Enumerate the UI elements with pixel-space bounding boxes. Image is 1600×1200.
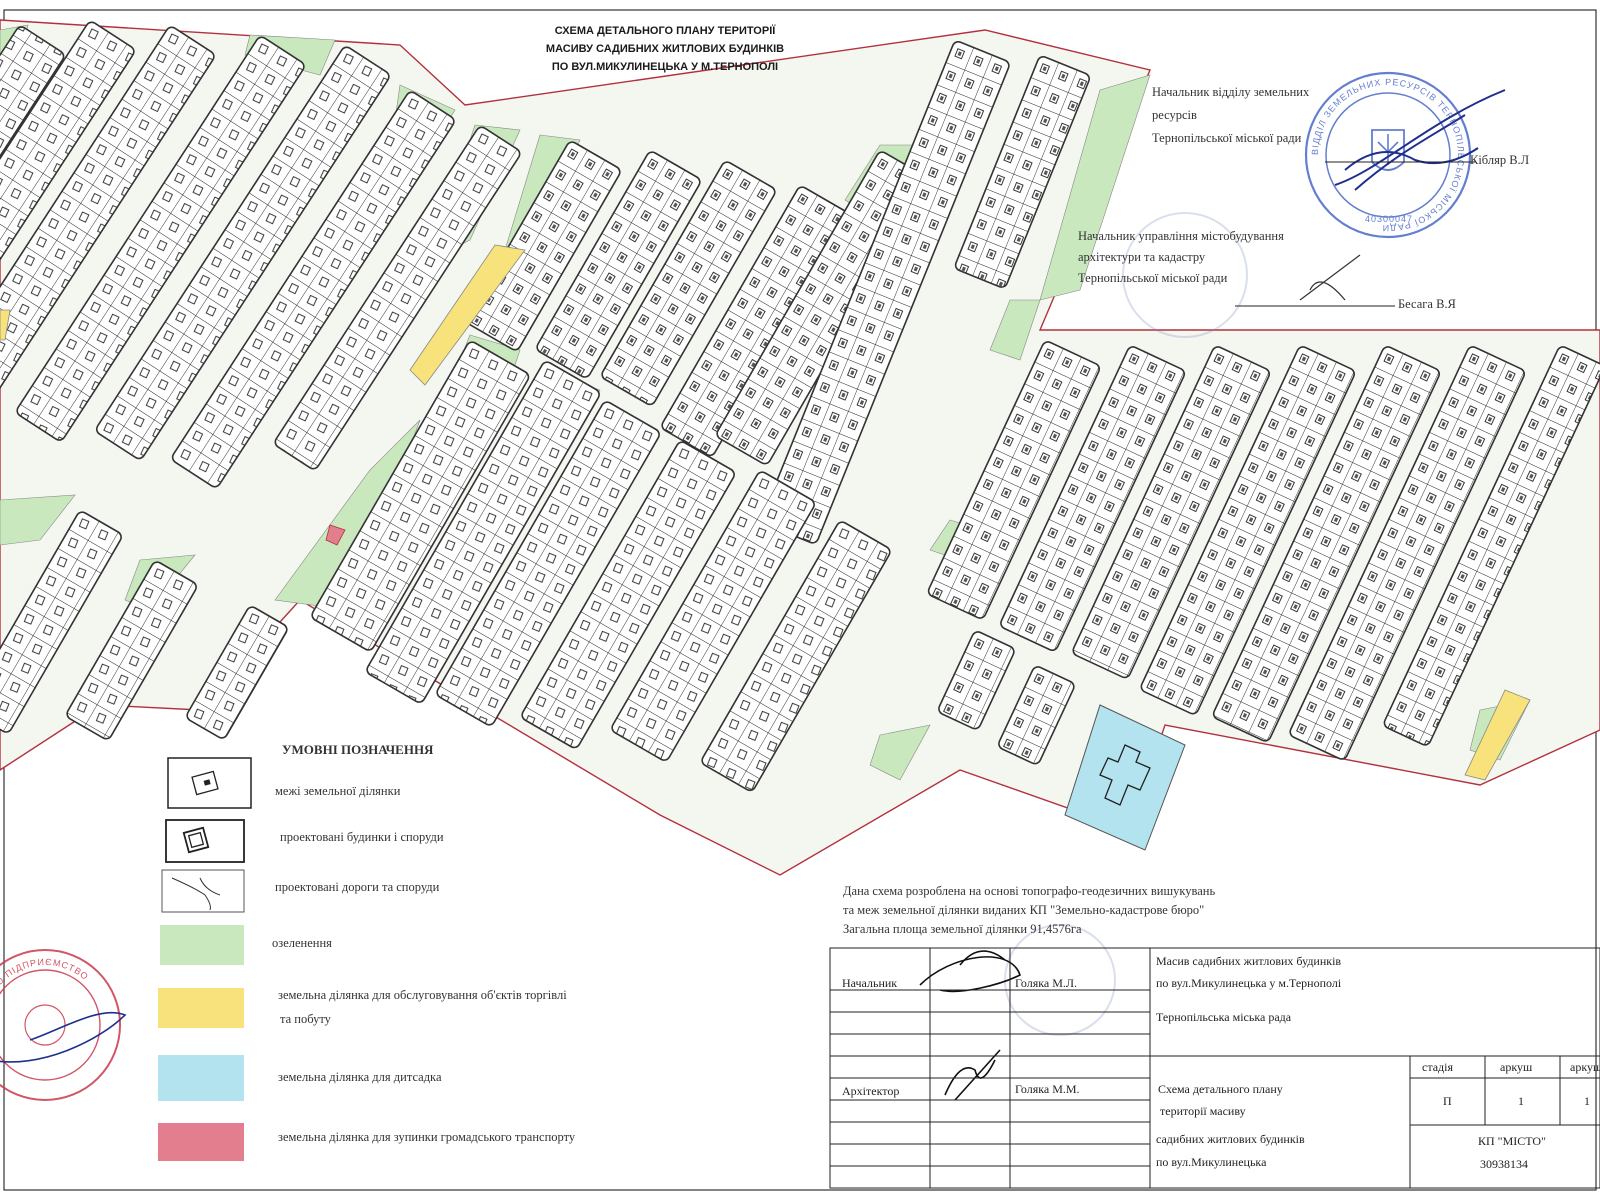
lot-block: [0, 26, 215, 406]
trade-service-parcel: [409, 244, 526, 386]
lot-block: [171, 91, 455, 488]
map-title: СХЕМА ДЕТАЛЬНОГО ПЛАНУ ТЕРИТОРІЇ МАСИВУ …: [546, 24, 784, 73]
transit-stop-parcel: [325, 524, 346, 546]
lot-block: [66, 561, 197, 740]
approval-title-line: Начальник відділу земельних: [1152, 85, 1310, 99]
legend-label-green: озеленення: [272, 936, 332, 950]
land-resources-stamp: ВІДДІЛ ЗЕМЕЛЬНИХ РЕСУРСІВ ТЕРНОПІЛЬСЬКОЇ…: [1304, 71, 1472, 239]
legend-label-road: проектовані дороги та споруди: [275, 880, 440, 894]
survey-note: Дана схема розроблена на основі топограф…: [843, 882, 1215, 938]
lot-block: [186, 606, 288, 739]
signatures: [0, 89, 1506, 1101]
faint-stamp: [1004, 212, 1248, 1036]
approval-title-line: Тернопільської міської ради: [1152, 130, 1302, 145]
lot-block: [1289, 346, 1526, 760]
legend-symbols: [158, 757, 252, 1161]
lot-block: [927, 341, 1101, 619]
residential-blocks: [0, 21, 1600, 792]
legend-title: УМОВНІ ПОЗНАЧЕННЯ: [282, 742, 434, 757]
tb-sheet-line-1: Схема детального плану: [1158, 1082, 1283, 1096]
survey-note-line: Дана схема розроблена на основі топограф…: [843, 884, 1216, 898]
lot-block: [998, 666, 1075, 765]
approval-title-line: Начальник управління містобудування: [1078, 229, 1284, 243]
tb-sheet-line-2: території масиву: [1160, 1104, 1246, 1118]
tb-col-stage: стадія: [1422, 1060, 1454, 1074]
legend-label-transit: земельна ділянка для зупинки громадськог…: [278, 1130, 576, 1144]
lot-block: [601, 161, 776, 406]
lot-block: [701, 521, 891, 792]
lot-block: [1000, 346, 1186, 651]
tb-project-line-1: Масив садибних житлових будинків: [1156, 954, 1342, 968]
lot-block: [1383, 346, 1600, 746]
legend-label-parcel: межі земельної ділянки: [275, 784, 401, 798]
lot-block: [611, 471, 815, 761]
approval-land-resources: Начальник відділу земельних ресурсів Тер…: [1152, 84, 1309, 147]
survey-area-line: Загальна площа земельної ділянки 91,4576…: [843, 921, 1082, 936]
title-line-1: СХЕМА ДЕТАЛЬНОГО ПЛАНУ ТЕРИТОРІЇ: [555, 24, 777, 37]
lot-block: [366, 361, 600, 703]
legend-swatch-green: [160, 925, 244, 965]
lot-block: [436, 401, 660, 726]
lot-block: [0, 511, 122, 733]
lot-block: [466, 141, 621, 351]
legend-box-building: [165, 819, 245, 863]
approval-signer-name: Бесага В.Я: [1398, 297, 1456, 311]
lot-block: [0, 21, 135, 368]
approval-title-line: архітектури та кадастру: [1078, 249, 1206, 264]
legend-label-trade-2: та побуту: [280, 1012, 331, 1026]
tb-chief-role: Начальник: [842, 976, 898, 990]
tb-stage-value: П: [1443, 1094, 1452, 1108]
tb-sheet-line-4: по вул.Микулинецька: [1156, 1155, 1267, 1169]
approval-title-line: ресурсів: [1152, 107, 1197, 122]
legend-box-road: [161, 869, 245, 913]
lot-block: [1072, 346, 1271, 679]
legend-swatch-yellow: [158, 988, 244, 1028]
legend-label-kindergarten: земельна ділянка для дитсадка: [278, 1070, 442, 1084]
legend-swatch-pink: [158, 1123, 244, 1161]
title-line-2: МАСИВУ САДИБНИХ ЖИТЛОВИХ БУДИНКІВ: [546, 43, 784, 55]
kindergarten-parcel: [1064, 704, 1186, 851]
lot-block: [16, 36, 305, 441]
tb-org-name: КП "МІСТО": [1478, 1134, 1546, 1148]
trade-service-parcel: [0, 309, 11, 341]
lot-block: [1212, 346, 1441, 742]
approval-title-line: Тернопільської міської ради: [1078, 270, 1228, 285]
tb-col-sheet: аркуш: [1500, 1060, 1533, 1074]
tb-sheet-value: 1: [1518, 1094, 1524, 1108]
lot-block: [311, 341, 530, 651]
tb-project-line-2: по вул.Микулинецька у м.Тернополі: [1156, 976, 1342, 990]
lot-block: [521, 441, 735, 749]
tb-client: Тернопільська міська рада: [1156, 1010, 1292, 1024]
tb-chief-name: Голяка М.Л.: [1015, 976, 1078, 990]
tb-col-sheets: аркушів: [1570, 1060, 1600, 1074]
svg-text:40300047: 40300047: [1365, 214, 1413, 224]
lot-block: [1140, 346, 1356, 715]
tb-org-code: 30938134: [1480, 1157, 1528, 1171]
lot-block: [95, 46, 390, 460]
approval-signer-name: Кібляр В.Л: [1470, 153, 1530, 167]
tb-sheet-line-3: садибних житлових будинків: [1156, 1132, 1305, 1146]
legend-swatch-blue: [158, 1055, 244, 1101]
legend-label-building: проектовані будинки і споруди: [280, 830, 444, 844]
tb-architect-name: Голяка М.М.: [1015, 1082, 1080, 1096]
lot-block: [954, 56, 1090, 288]
company-stamp: КП МІСТО ПІДПРИЄМСТВО: [0, 949, 121, 1101]
svg-text:КП МІСТО ПІДПРИЄМСТВО: КП МІСТО ПІДПРИЄМСТВО: [0, 957, 91, 1025]
tb-sheets-value: 1: [1584, 1094, 1590, 1108]
trade-service-parcel: [1464, 689, 1531, 781]
survey-note-line: та меж земельної ділянки виданих КП "Зем…: [843, 902, 1205, 917]
approval-urban-planning: Начальник управління містобудування архі…: [1078, 228, 1284, 287]
tb-architect-role: Архітектор: [842, 1084, 900, 1098]
lot-block: [938, 631, 1015, 730]
legend-label-trade: земельна ділянка для обслуговування об'є…: [278, 988, 567, 1002]
lot-block: [536, 151, 701, 378]
lot-block: [0, 26, 65, 330]
title-block-grid: [829, 947, 1600, 1189]
lot-block: [274, 126, 521, 470]
title-line-3: ПО ВУЛ.МИКУЛИНЕЦЬКА У М.ТЕРНОПОЛІ: [552, 61, 778, 73]
